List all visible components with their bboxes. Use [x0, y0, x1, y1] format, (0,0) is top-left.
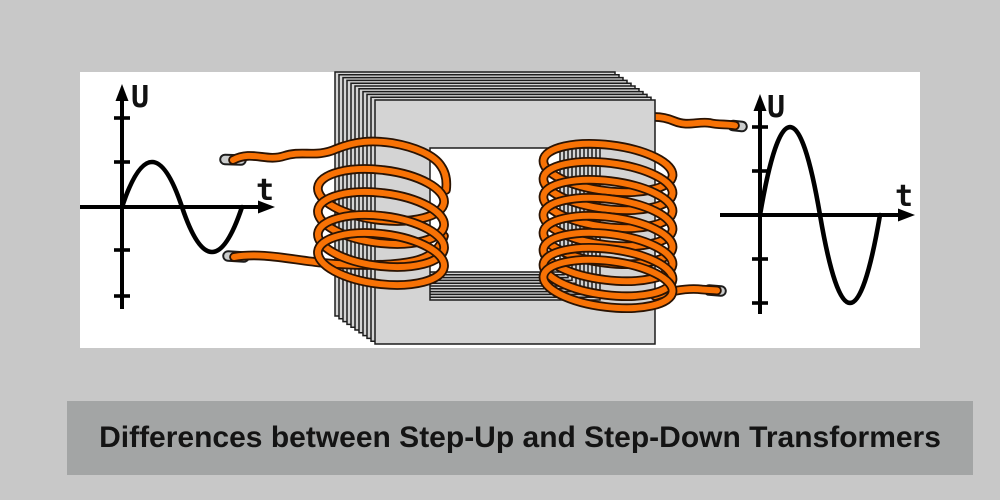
right-coil	[541, 137, 727, 315]
right-voltage-graph: U t	[720, 90, 915, 314]
left-y-axis-arrow-icon	[115, 84, 129, 101]
right-y-axis-arrow-icon	[753, 94, 767, 111]
left-y-axis-ticks	[114, 116, 130, 298]
left-y-axis-label: U	[131, 80, 149, 115]
left-x-axis-label: t	[256, 173, 274, 208]
caption-box: Differences between Step-Up and Step-Dow…	[67, 401, 973, 475]
left-coil-top-lead	[228, 136, 452, 195]
right-x-axis-label: t	[895, 179, 913, 214]
caption-text: Differences between Step-Up and Step-Dow…	[99, 421, 941, 454]
right-sine-curve	[757, 125, 883, 305]
left-voltage-graph: U t	[80, 80, 275, 309]
right-y-axis-ticks	[752, 125, 768, 305]
right-y-axis-label: U	[767, 90, 785, 125]
left-coil	[219, 136, 452, 291]
left-x-axis-arrow-icon	[258, 200, 275, 214]
right-x-axis-arrow-icon	[898, 208, 915, 222]
left-sine-curve	[119, 159, 245, 255]
